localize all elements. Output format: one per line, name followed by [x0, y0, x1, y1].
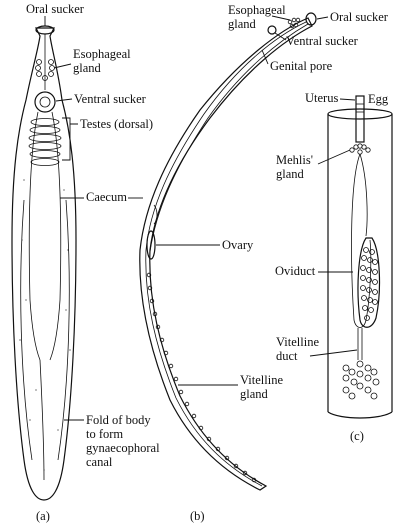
label-b-esophageal-gland-1: Esophageal: [228, 3, 286, 17]
oviduct: [351, 153, 372, 328]
label-a-esophageal-gland-2: gland: [73, 61, 102, 75]
male-worm-figure: [11, 25, 77, 501]
label-b-vitelline-gland-1: Vitelline: [240, 373, 283, 387]
female-section-figure: [327, 95, 393, 419]
label-a-fold-2: to form: [86, 427, 123, 441]
label-a-fold-3: gynaecophoral: [86, 441, 160, 455]
section-ovary: [357, 237, 381, 328]
label-a-esophageal-gland-1: Esophageal: [73, 47, 131, 61]
label-b-panel: (b): [190, 509, 205, 523]
male-testes: [28, 118, 62, 166]
male-oral-sucker: [35, 25, 55, 35]
female-worm-figure: [139, 12, 317, 491]
label-b-ovary: Ovary: [222, 238, 254, 252]
label-c-vitelline-duct-1: Vitelline: [276, 335, 319, 349]
female-ovary: [146, 230, 156, 260]
male-ventral-sucker: [34, 91, 56, 113]
label-c-panel: (c): [350, 429, 364, 443]
label-a-panel: (a): [36, 509, 50, 523]
label-a-fold-1: Fold of body: [86, 413, 151, 427]
label-b-ventral-sucker: Ventral sucker: [286, 34, 359, 48]
label-a-testes: Testes (dorsal): [80, 117, 153, 131]
label-b-vitelline-gland-2: gland: [240, 387, 269, 401]
label-c-mehlis-1: Mehlis': [276, 153, 313, 167]
gynaecophoral-fold: [20, 199, 33, 461]
female-vitelline-gland: [146, 272, 257, 483]
female-esophageal-gland: [287, 17, 301, 29]
female-body-outline: [139, 17, 313, 491]
section-body: [327, 114, 393, 412]
vitelline-duct: [357, 328, 363, 360]
section-vitelline-gland: [342, 360, 380, 400]
egg-tube: [355, 95, 365, 143]
label-c-mehlis-2: gland: [276, 167, 305, 181]
label-a-ventral-sucker: Ventral sucker: [74, 92, 147, 106]
female-ventral-sucker: [267, 25, 277, 35]
male-stipple: [19, 179, 71, 471]
male-body-outline: [11, 27, 77, 501]
male-caecum: [28, 111, 41, 361]
female-oral-sucker: [305, 12, 317, 26]
label-a-oral-sucker: Oral sucker: [26, 2, 85, 16]
label-b-oral-sucker: Oral sucker: [330, 10, 389, 24]
mehlis-gland: [349, 143, 371, 155]
label-c-oviduct: Oviduct: [275, 264, 316, 278]
label-c-uterus: Uterus: [305, 91, 338, 105]
label-c-vitelline-duct-2: duct: [276, 349, 298, 363]
label-c-egg: Egg: [368, 92, 389, 106]
label-a-caecum: Caecum: [86, 190, 127, 204]
label-b-genital-pore: Genital pore: [270, 59, 333, 73]
label-b-esophageal-gland-2: gland: [228, 17, 257, 31]
label-a-fold-4: canal: [86, 455, 113, 469]
